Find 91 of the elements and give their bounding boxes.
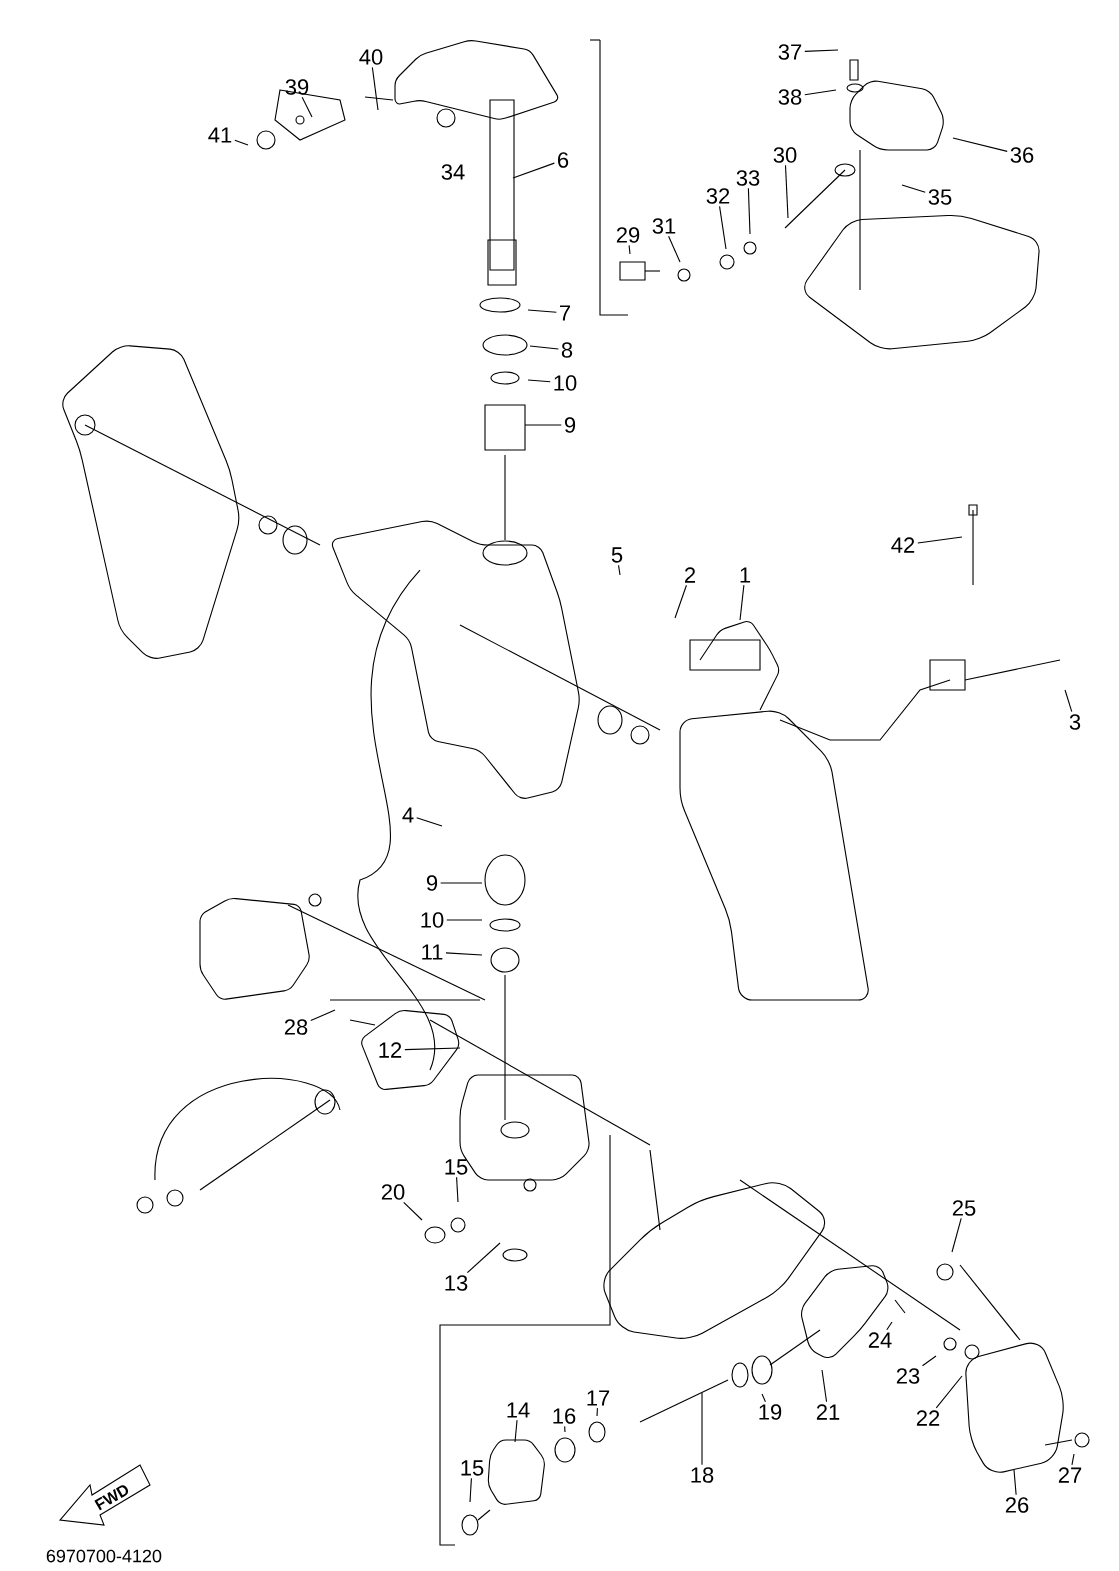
- leader-line: [1013, 1469, 1017, 1496]
- leader-line: [596, 1407, 598, 1417]
- callout-number: 10: [554, 375, 577, 391]
- callout-number: 4: [402, 807, 414, 823]
- callout-number: 14: [507, 1402, 530, 1418]
- callout-number: 20: [381, 1184, 405, 1200]
- callout-number: 28: [284, 1019, 308, 1035]
- leader-line: [628, 244, 631, 255]
- callout-number: 17: [587, 1390, 610, 1406]
- callout-number: 5: [611, 547, 623, 563]
- callout-number: 34: [441, 164, 465, 180]
- callout-number: 25: [952, 1200, 976, 1216]
- callout-number: 6: [558, 152, 569, 168]
- leader-line: [719, 205, 727, 250]
- leader-line: [921, 1355, 937, 1367]
- callout-number: 33: [736, 170, 760, 186]
- callout-number: 18: [691, 1467, 714, 1483]
- callout-number: 15: [461, 1460, 484, 1476]
- callout-number: 21: [816, 1404, 840, 1420]
- leader-line: [618, 564, 621, 576]
- leader-line: [446, 919, 483, 921]
- leader-line: [952, 137, 1008, 152]
- leader-line: [527, 309, 557, 313]
- leader-line: [456, 1176, 459, 1203]
- callout-number: 3: [1069, 714, 1081, 730]
- leader-line: [917, 536, 963, 544]
- leader-line: [739, 584, 745, 621]
- leader-line: [701, 1392, 703, 1466]
- leader-line: [1071, 1453, 1075, 1466]
- leader-line: [886, 1321, 893, 1331]
- leader-line: [301, 96, 313, 118]
- leader-line: [901, 184, 926, 193]
- callout-number: 15: [445, 1159, 468, 1175]
- leader-line: [527, 379, 551, 383]
- leader-line: [674, 584, 687, 619]
- leader-line: [445, 952, 483, 956]
- callout-number: 42: [891, 537, 915, 553]
- leader-line: [804, 89, 837, 96]
- callout-number: 27: [1058, 1467, 1082, 1483]
- leader-line: [804, 49, 839, 52]
- callout-number: 24: [868, 1332, 892, 1348]
- direction-label: FWD: [94, 1485, 129, 1511]
- leader-line: [234, 139, 249, 146]
- part-number: 6970700-4120: [46, 1549, 162, 1563]
- callout-number: 2: [685, 567, 696, 583]
- callout-number: 39: [285, 79, 309, 95]
- callout-number: 19: [759, 1404, 782, 1420]
- leader-line: [529, 345, 559, 350]
- callout-number: 30: [773, 147, 797, 163]
- callout-number: 41: [208, 127, 232, 143]
- callout-number: 37: [778, 44, 802, 60]
- leader-line: [440, 882, 483, 884]
- leader-line: [512, 162, 555, 179]
- callout-number: 40: [359, 49, 383, 65]
- leader-line: [310, 1009, 336, 1022]
- callout-number: 8: [561, 342, 573, 358]
- callout-number: 29: [616, 227, 640, 243]
- leader-line: [403, 1201, 423, 1221]
- callout-number: 12: [379, 1042, 402, 1058]
- callout-number: 16: [553, 1408, 576, 1424]
- callout-number: 35: [928, 189, 952, 205]
- leader-line: [1064, 689, 1073, 713]
- callout-number: 9: [426, 875, 438, 891]
- callout-number: 7: [560, 305, 571, 321]
- leader-line: [416, 817, 443, 827]
- leader-line: [761, 1393, 766, 1403]
- leader-line: [821, 1369, 828, 1403]
- leader-line: [668, 235, 681, 263]
- callout-number: 13: [445, 1275, 468, 1291]
- leader-line: [564, 1425, 566, 1433]
- leader-line: [747, 187, 751, 235]
- leader-line: [404, 1047, 461, 1051]
- leader-line: [784, 164, 789, 219]
- callout-number: 38: [778, 89, 802, 105]
- callout-number: 1: [740, 567, 751, 583]
- callout-number: 23: [896, 1368, 920, 1384]
- callout-number: 9: [564, 417, 576, 433]
- leader-line: [469, 1477, 472, 1503]
- leader-line: [466, 1242, 501, 1274]
- callout-number: 11: [422, 944, 443, 960]
- leader-line: [524, 424, 562, 426]
- leader-line: [951, 1217, 962, 1253]
- leader-line: [514, 1419, 518, 1443]
- leader-line: [935, 1375, 963, 1409]
- leader-line: [371, 66, 379, 111]
- callout-number: 31: [652, 218, 676, 234]
- callout-number: 36: [1010, 147, 1034, 163]
- callout-number: 22: [916, 1410, 940, 1426]
- callout-number: 32: [706, 188, 730, 204]
- callout-number: 26: [1005, 1497, 1029, 1513]
- callout-number: 10: [421, 912, 444, 928]
